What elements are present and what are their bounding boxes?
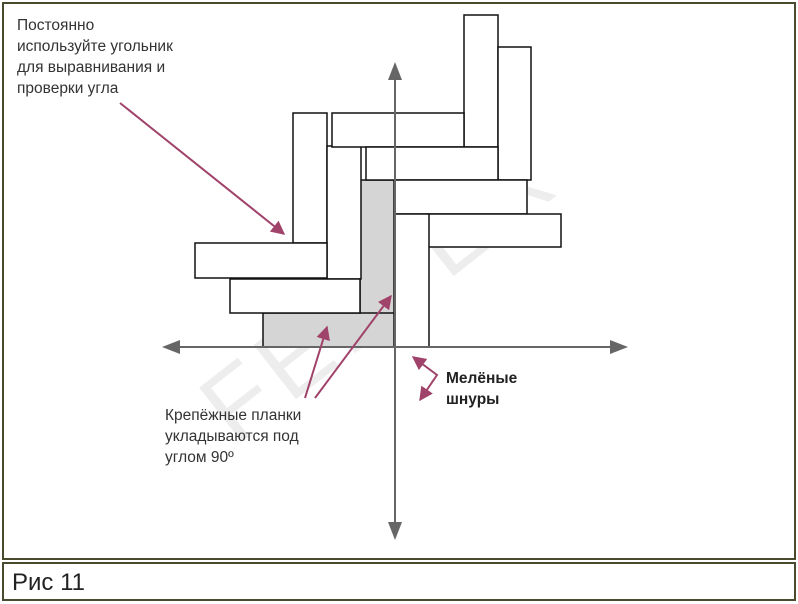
fixing-planks-callout: Крепёжные планки укладываются под углом … bbox=[165, 405, 301, 468]
square-callout: Постоянно используйте угольник для вырав… bbox=[17, 15, 173, 99]
plank bbox=[229, 278, 361, 314]
plank bbox=[331, 112, 465, 148]
plank bbox=[427, 213, 562, 248]
horizontal-cord-arrow-right bbox=[610, 340, 628, 354]
plank bbox=[394, 179, 528, 215]
callout-line: для выравнивания и bbox=[17, 59, 166, 76]
callout-line: углом 90º bbox=[165, 449, 234, 466]
plank bbox=[326, 145, 362, 280]
planks-arrow-1 bbox=[304, 325, 330, 399]
callout-line: шнуры bbox=[446, 391, 500, 408]
plank bbox=[463, 14, 499, 148]
plank bbox=[497, 46, 532, 181]
callout-arrows bbox=[119, 102, 439, 402]
vertical-cord-arrow-top bbox=[388, 62, 402, 80]
square-arrow bbox=[119, 102, 286, 235]
plank bbox=[194, 242, 328, 279]
chalk-cords bbox=[162, 62, 628, 540]
callout-line: используйте угольник bbox=[17, 38, 173, 55]
caption-frame bbox=[2, 562, 796, 601]
figure-caption: Рис 11 bbox=[12, 569, 85, 596]
parquet-planks bbox=[194, 14, 562, 348]
horizontal-cord-arrow-left bbox=[162, 340, 180, 354]
callout-line: укладываются под bbox=[165, 428, 299, 445]
cords-arrows bbox=[411, 356, 439, 402]
callout-line: Крепёжные планки bbox=[165, 407, 302, 424]
fixing-plank-vertical bbox=[359, 179, 395, 316]
callout-line: Мелёные bbox=[446, 370, 518, 387]
chalk-cords-callout: Мелёные шнуры bbox=[446, 368, 517, 410]
planks-arrow-2 bbox=[314, 294, 392, 399]
plank bbox=[365, 146, 499, 181]
diagram-frame bbox=[2, 2, 796, 560]
plank bbox=[292, 112, 328, 244]
vertical-cord-arrow-bottom bbox=[388, 522, 402, 540]
callout-line: проверки угла bbox=[17, 80, 119, 97]
plank bbox=[394, 213, 430, 348]
callout-line: Постоянно bbox=[17, 17, 95, 34]
